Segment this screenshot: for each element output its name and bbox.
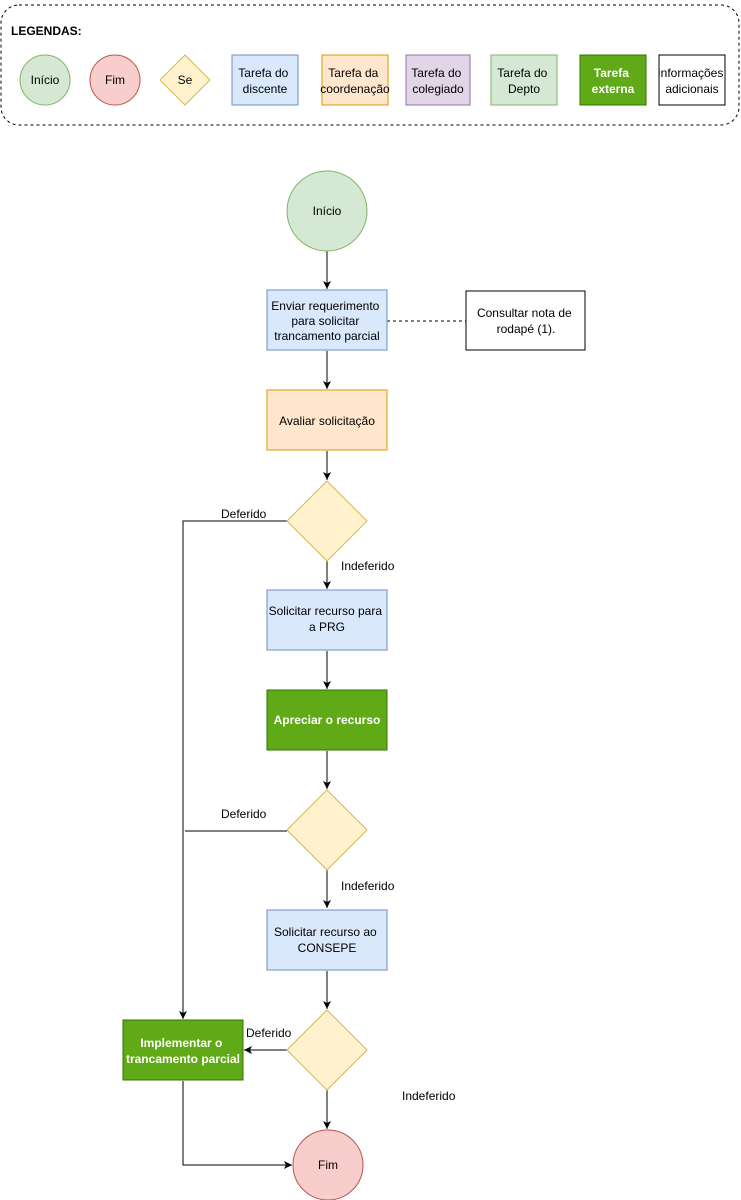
step-implementar-trancamento bbox=[122, 1019, 244, 1081]
decision-1-deferido-label: Deferido bbox=[221, 507, 267, 521]
step-enviar-requerimento-label: Enviar requerimento para solicitar tranc… bbox=[271, 299, 382, 343]
end-label: Fim bbox=[318, 1158, 338, 1172]
step-apreciar-recurso-label: Apreciar o recurso bbox=[274, 713, 381, 727]
decision-2-indeferido-label: Indeferido bbox=[341, 879, 395, 893]
step-enviar-requerimento bbox=[266, 289, 388, 351]
note-label: Consultar nota de rodapé (1). bbox=[477, 306, 575, 336]
legend-depto-label: Tarefa do Depto bbox=[497, 66, 550, 96]
note-box bbox=[465, 290, 586, 351]
legend-coordenacao-label: Tarefa da coordenação bbox=[320, 66, 390, 96]
start-label: Início bbox=[313, 204, 342, 218]
decision-3-deferido-label: Deferido bbox=[246, 1026, 292, 1040]
step-avaliar-solicitacao-label: Avaliar solicitação bbox=[279, 414, 375, 428]
decision-2-deferido-label: Deferido bbox=[221, 807, 267, 821]
step-recurso-consepe-label: Solicitar recurso ao CONSEPE bbox=[274, 925, 380, 955]
decision-1-indeferido-label: Indeferido bbox=[341, 559, 395, 573]
legend-externa-label: Tarefa externa bbox=[592, 66, 635, 96]
step-implementar-trancamento-label: Implementar o trancamento parcial bbox=[126, 1036, 240, 1066]
legend-info-box bbox=[658, 54, 726, 106]
legend-info-label: Informações adicionais bbox=[657, 66, 726, 96]
decision-3 bbox=[286, 1009, 368, 1091]
step-recurso-prg-label: Solicitar recurso para a PRG bbox=[269, 604, 386, 634]
step-recurso-consepe bbox=[266, 909, 388, 971]
legend-externa-box bbox=[579, 54, 647, 106]
legend-frame bbox=[0, 4, 740, 126]
legend-discente-label: Tarefa do discente bbox=[238, 66, 291, 96]
legend-end-label: Fim bbox=[105, 73, 125, 87]
edge-d1-deferido bbox=[179, 520, 287, 1019]
legend-start-shape bbox=[19, 54, 71, 106]
step-avaliar-solicitacao bbox=[266, 389, 388, 451]
legend-decision-label: Se bbox=[178, 73, 193, 87]
legend-end-shape bbox=[89, 54, 141, 106]
step-apreciar-recurso bbox=[266, 689, 388, 751]
end-node bbox=[292, 1129, 364, 1200]
step-recurso-prg bbox=[266, 589, 388, 651]
legend-depto-box bbox=[490, 54, 558, 106]
legend-discente-box bbox=[231, 54, 299, 106]
legend-decision-shape bbox=[159, 54, 211, 106]
legend-start-label: Início bbox=[31, 73, 60, 87]
decision-3-indeferido-label: Indeferido bbox=[402, 1089, 456, 1103]
decision-2 bbox=[286, 789, 368, 871]
legend-colegiado-box bbox=[405, 54, 471, 106]
decision-1 bbox=[286, 480, 368, 562]
legend-coordenacao-box bbox=[321, 54, 389, 106]
legend-title: LEGENDAS: bbox=[11, 24, 82, 38]
start-node bbox=[286, 170, 368, 252]
legend-colegiado-label: Tarefa do colegiado bbox=[411, 66, 464, 96]
edge-step6-end bbox=[182, 1081, 292, 1169]
